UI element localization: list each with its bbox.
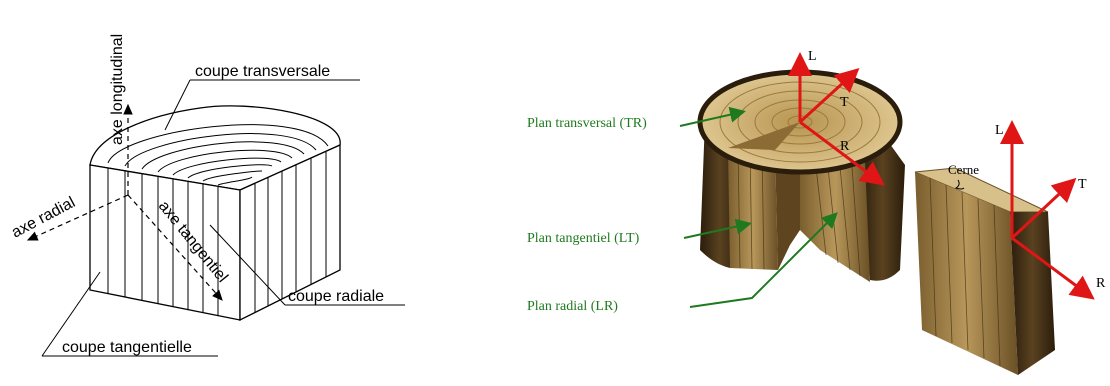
block-axis-T-arrow	[1010, 177, 1077, 240]
right-diagram: L T R Plan transversal (TR) Plan tangent…	[527, 49, 1106, 375]
block-axis-R-arrow	[1011, 236, 1095, 300]
log-axis-T-arrow	[798, 67, 860, 124]
log-axis-T-label: T	[840, 95, 849, 110]
leader-coupe-tangentielle	[41, 271, 101, 357]
leader-coupe-radiale	[209, 224, 286, 306]
log-tangential-face	[728, 148, 778, 270]
leader-plan-tangentiel	[683, 218, 752, 239]
left-diagram: coupe transversale axe longitudinal axe …	[9, 34, 405, 357]
axe-tangentiel-arrow	[127, 194, 223, 301]
block-axis-R-label: R	[1096, 276, 1106, 291]
log-top-face	[89, 105, 341, 191]
label-plan-tangentiel: Plan tangentiel (LT)	[527, 231, 640, 246]
growth-rings	[107, 124, 329, 186]
tangential-face	[239, 143, 341, 322]
tangential-face-lines	[254, 152, 327, 313]
block-bark	[1010, 212, 1055, 375]
label-coupe-tangentielle: coupe tangentielle	[62, 339, 192, 356]
block-grain-lines	[929, 177, 1001, 367]
label-coupe-radiale: coupe radiale	[288, 288, 384, 305]
log-top-cut	[728, 122, 800, 150]
leader-coupe-transversale	[164, 79, 191, 131]
block-axis-T-label: T	[1078, 177, 1087, 192]
log-axis-R-label: R	[840, 139, 850, 154]
label-axe-longitudinal: axe longitudinal	[109, 34, 126, 145]
log-axis-R-arrow	[799, 120, 885, 186]
block-front	[915, 172, 1018, 375]
block-axis-L-label: L	[995, 123, 1004, 138]
label-coupe-transversale: coupe transversale	[195, 63, 330, 80]
label-plan-transversal: Plan transversal (TR)	[527, 116, 647, 131]
leader-plan-transversal	[679, 106, 746, 127]
axe-radial-arrow	[26, 194, 129, 241]
cerne-bracket-icon	[954, 179, 965, 190]
leader-plan-radial	[689, 212, 838, 308]
label-cerne: Cerne	[948, 162, 979, 177]
label-plan-radial: Plan radial (LR)	[527, 299, 618, 314]
log-axis-L-label: L	[808, 49, 817, 64]
label-axe-radial: axe radial	[9, 194, 78, 242]
